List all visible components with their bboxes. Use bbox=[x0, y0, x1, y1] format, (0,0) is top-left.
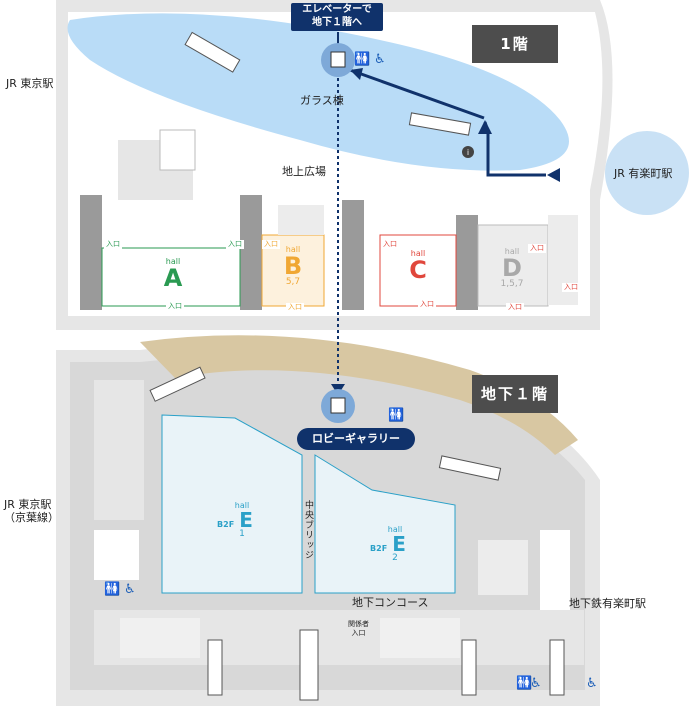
escalator-icon bbox=[149, 31, 565, 701]
hall-a-label: hall A bbox=[155, 257, 191, 292]
hall-e2-area bbox=[314, 454, 456, 594]
entrance-label: 入口 bbox=[286, 303, 304, 312]
jr-yurakucho-label: JR 有楽町駅 bbox=[614, 167, 673, 180]
jr-yurakucho-circle bbox=[605, 131, 689, 215]
entrance-label: 入口 bbox=[104, 240, 122, 249]
lobby-gallery-area bbox=[140, 335, 578, 455]
jr-tokyo-1f-label: JR 東京駅 bbox=[6, 77, 54, 90]
hall-d-sub: 1,5,7 bbox=[500, 279, 524, 289]
hall-a-word: hall bbox=[165, 257, 181, 266]
hall-e1-word: hall bbox=[234, 501, 250, 510]
hall-a-letter: A bbox=[163, 264, 183, 292]
restroom-icon: 🚻 bbox=[388, 408, 405, 423]
hall-b-sub: 5,7 bbox=[285, 277, 301, 287]
hall-c-letter: C bbox=[409, 256, 427, 284]
jr-tokyo-b1-line2: （京葉線） bbox=[4, 511, 59, 524]
svg-text:i: i bbox=[467, 148, 469, 157]
basement-floor-plan bbox=[56, 335, 600, 706]
hall-e2-label: hall B2F E 2 bbox=[358, 526, 418, 563]
hall-a-area bbox=[101, 247, 241, 307]
hall-d-letter: D bbox=[502, 254, 522, 282]
hall-e2-sub: 2 bbox=[392, 553, 398, 563]
hall-e1-label: hall B2F E 1 bbox=[205, 502, 265, 539]
elevator-icon bbox=[330, 51, 346, 68]
hall-e1-floor: B2F bbox=[217, 520, 235, 529]
access-route bbox=[331, 32, 560, 395]
accessible-restroom-icon: ♿ bbox=[530, 676, 542, 691]
hall-d-area bbox=[477, 224, 549, 307]
staff-entrance-line1: 関係者 bbox=[348, 620, 369, 628]
staff-entrance-line2: 入口 bbox=[351, 629, 366, 637]
hall-b-letter: B bbox=[283, 252, 303, 280]
entrance-label: 入口 bbox=[528, 244, 546, 253]
lobby-gallery-pill: ロビーギャラリー bbox=[297, 428, 415, 450]
info-icon bbox=[462, 146, 474, 158]
entrance-label: 入口 bbox=[226, 240, 244, 249]
hall-b-label: hall B 5,7 bbox=[275, 246, 311, 287]
hall-d-label: hall D 1,5,7 bbox=[494, 248, 530, 289]
hall-e2-word: hall bbox=[387, 525, 403, 534]
entrance-label: 入口 bbox=[262, 240, 280, 249]
hall-e2-floor: B2F bbox=[370, 544, 388, 553]
floor-b1-tag: 地下１階 bbox=[472, 375, 558, 413]
hall-c-word: hall bbox=[410, 249, 426, 258]
glass-building-label: ガラス棟 bbox=[300, 94, 344, 107]
glass-building bbox=[67, 13, 569, 171]
elevator-callout: エレベーターで 地下１階へ bbox=[291, 3, 383, 31]
elevator-callout-line2: 地下１階へ bbox=[312, 17, 362, 28]
hall-e2-letter: E bbox=[392, 532, 406, 556]
accessible-restroom-icon: ♿ bbox=[374, 52, 386, 67]
entrance-label: 入口 bbox=[166, 302, 184, 311]
entrance-label: 入口 bbox=[418, 300, 436, 309]
elevator-callout-line1: エレベーターで bbox=[302, 4, 372, 15]
hall-e1-sub: 1 bbox=[239, 529, 245, 539]
entrance-label: 入口 bbox=[562, 283, 580, 292]
jr-tokyo-b1-line1: JR 東京駅 bbox=[4, 498, 52, 511]
elevator-icon bbox=[330, 397, 346, 414]
accessible-restroom-icon: ♿ bbox=[586, 676, 598, 691]
ground-plaza-label: 地上広場 bbox=[282, 165, 326, 178]
entrance-label: 入口 bbox=[506, 303, 524, 312]
hall-e1-area bbox=[161, 414, 303, 594]
subway-yurakucho-label: 地下鉄有楽町駅 bbox=[569, 597, 646, 610]
hall-e1-letter: E bbox=[239, 508, 253, 532]
restroom-icon: 🚻 bbox=[104, 582, 121, 597]
hall-b-word: hall bbox=[285, 245, 301, 254]
restroom-icon: 🚻 bbox=[354, 52, 371, 67]
floor-1f-tag: 1階 bbox=[472, 25, 558, 63]
jr-tokyo-b1-label: JR 東京駅 （京葉線） bbox=[4, 498, 59, 524]
staff-entrance-label: 関係者 入口 bbox=[348, 620, 369, 638]
restroom-icon: 🚻 bbox=[516, 676, 533, 691]
accessible-restroom-icon: ♿ bbox=[124, 582, 136, 597]
hall-c-label: hall C bbox=[400, 249, 436, 284]
entrance-label: 入口 bbox=[381, 240, 399, 249]
hall-d-word: hall bbox=[504, 247, 520, 256]
central-bridge-label: 中央ブリッジ bbox=[303, 500, 313, 560]
underground-concourse-label: 地下コンコース bbox=[352, 596, 429, 609]
